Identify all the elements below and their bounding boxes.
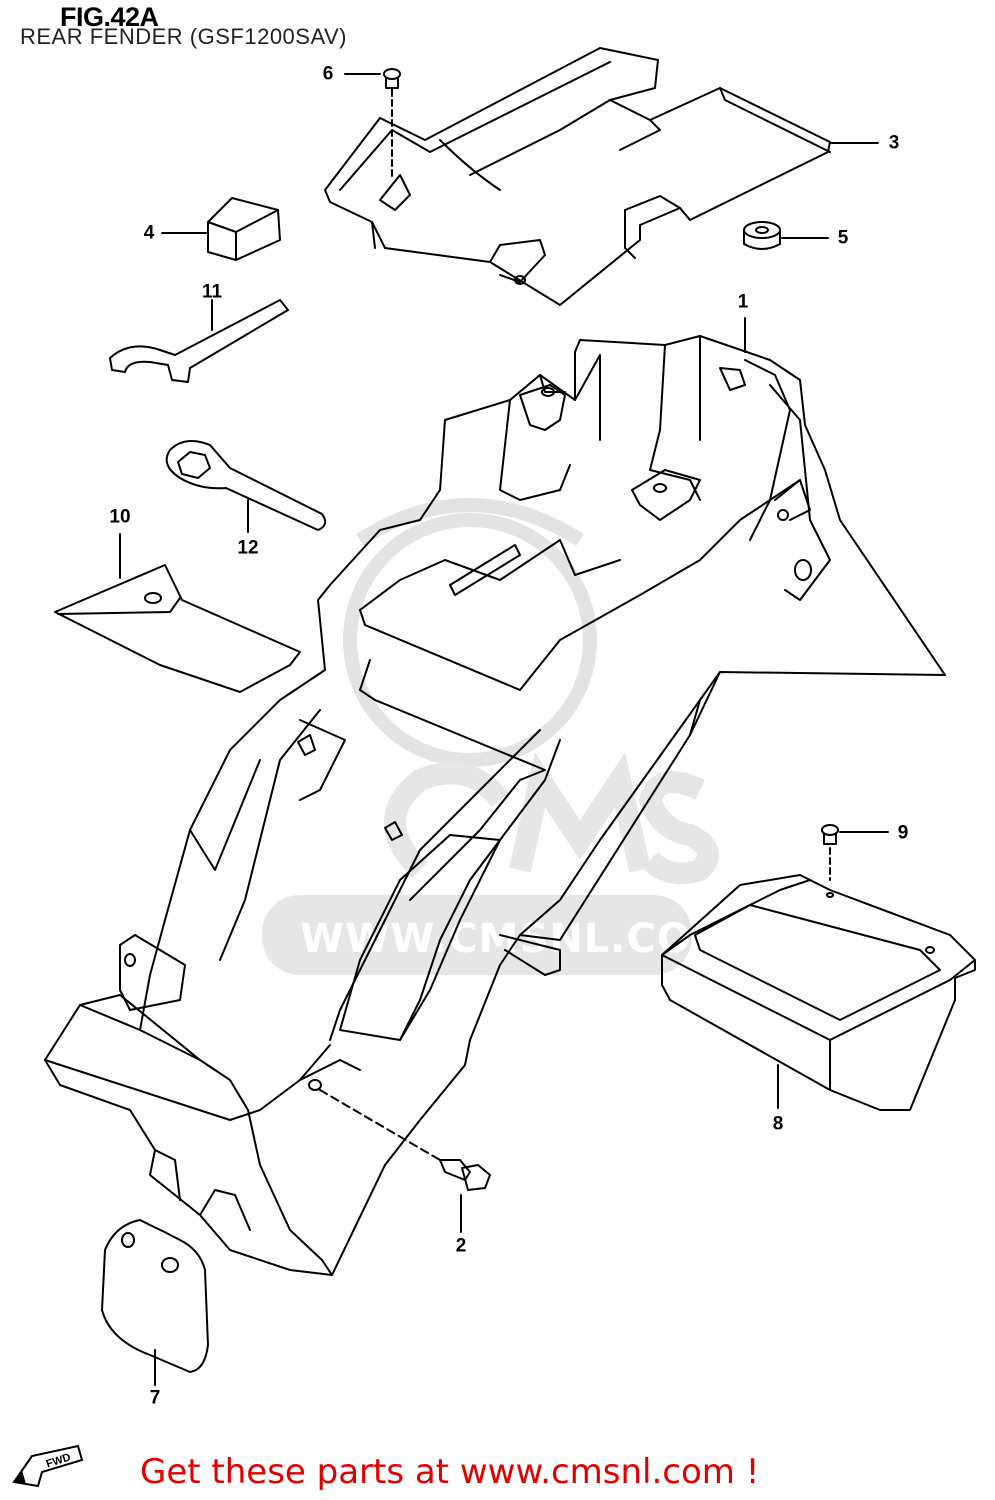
part-5-grommet: [744, 222, 828, 249]
callout-7: 7: [149, 1387, 161, 1409]
part-12-spanner: [167, 441, 326, 532]
part-6-screw: [345, 69, 400, 180]
callout-11: 11: [201, 281, 223, 303]
callout-8: 8: [772, 1113, 784, 1135]
part-10-pouch: [55, 534, 300, 692]
cmsnl-parts-link[interactable]: Get these parts at www.cmsnl.com !: [140, 1452, 760, 1492]
part-9-screw: [822, 825, 888, 897]
callout-9: 9: [897, 822, 909, 844]
callout-10: 10: [109, 506, 131, 528]
callout-6: 6: [322, 63, 334, 85]
callout-3: 3: [888, 132, 900, 154]
part-2-bolt: [320, 1090, 490, 1232]
part-11-tool: [110, 300, 288, 382]
callout-4: 4: [143, 222, 155, 244]
figure-title: FIG.42A: [60, 2, 159, 32]
callout-1: 1: [737, 291, 749, 313]
part-7-plate: [102, 1220, 208, 1385]
part-1-rear-fender: [45, 336, 945, 1275]
forward-arrow-icon: FWD: [12, 1444, 84, 1488]
part-4-block: [162, 198, 280, 260]
part-3-tray: [325, 48, 830, 305]
figure-subtitle: REAR FENDER (GSF1200SAV): [20, 24, 348, 49]
part-8-box: [662, 875, 975, 1110]
callout-12: 12: [237, 537, 259, 559]
callout-5: 5: [837, 227, 849, 249]
callout-2: 2: [455, 1235, 467, 1257]
